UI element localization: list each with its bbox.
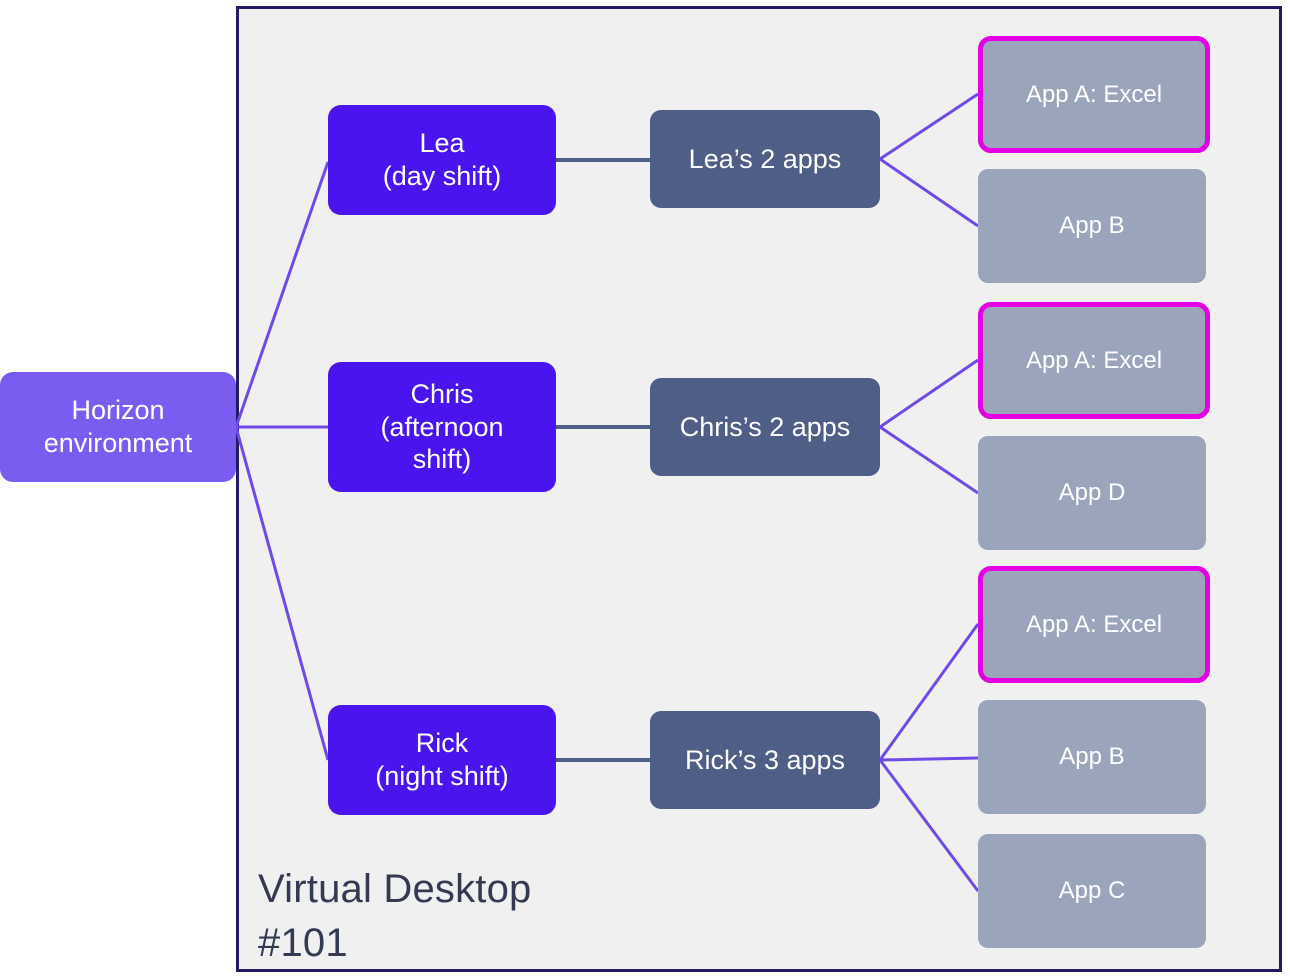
- node-user-lea[interactable]: Lea (day shift): [328, 105, 556, 215]
- node-appgroup-lea[interactable]: Lea’s 2 apps: [650, 110, 880, 208]
- node-appgroup-chris[interactable]: Chris’s 2 apps: [650, 378, 880, 476]
- node-app-lea-b[interactable]: App B: [978, 169, 1206, 283]
- node-appgroup-rick[interactable]: Rick’s 3 apps: [650, 711, 880, 809]
- node-app-lea-a[interactable]: App A: Excel: [978, 36, 1210, 153]
- node-app-rick-a[interactable]: App A: Excel: [978, 566, 1210, 683]
- node-user-chris[interactable]: Chris (afternoon shift): [328, 362, 556, 492]
- node-app-chris-d[interactable]: App D: [978, 436, 1206, 550]
- node-horizon-environment[interactable]: Horizon environment: [0, 372, 236, 482]
- node-user-rick[interactable]: Rick (night shift): [328, 705, 556, 815]
- node-app-rick-b[interactable]: App B: [978, 700, 1206, 814]
- panel-caption: Virtual Desktop #101: [258, 867, 532, 965]
- node-app-chris-a[interactable]: App A: Excel: [978, 302, 1210, 419]
- node-app-rick-c[interactable]: App C: [978, 834, 1206, 948]
